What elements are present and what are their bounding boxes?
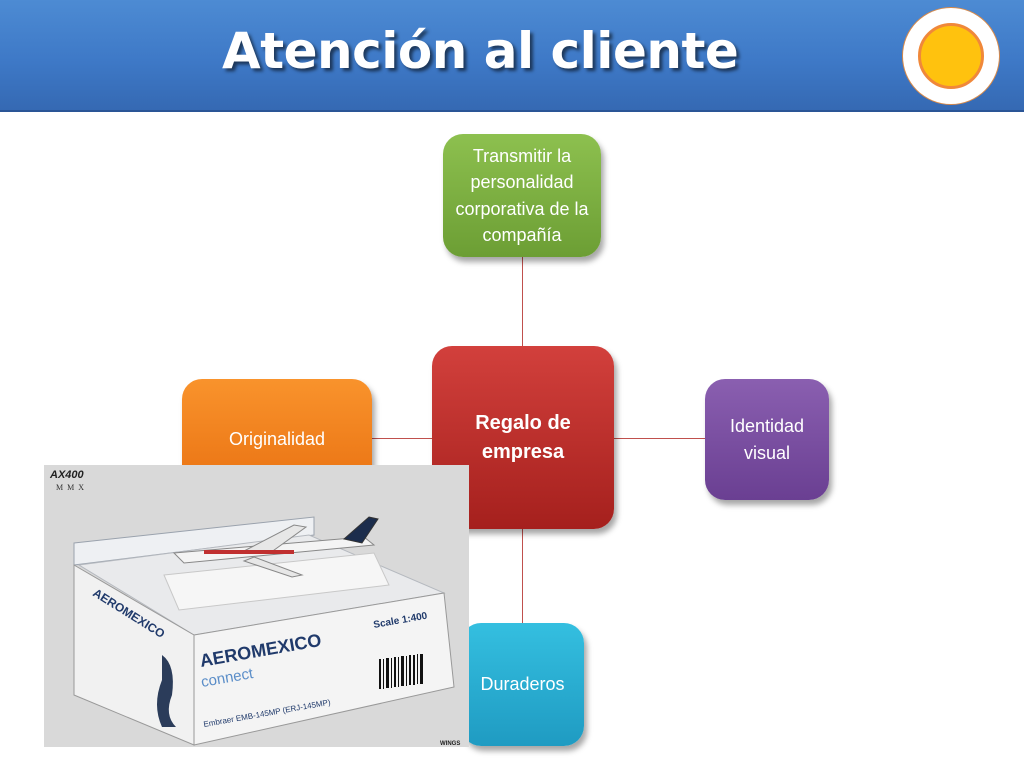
circle-logo-icon [903, 8, 999, 104]
barcode-icon [379, 654, 423, 689]
node-top-label: Transmitir la personalidad corporativa d… [455, 146, 589, 245]
connector-right [614, 438, 705, 439]
node-bottom-label: Duraderos [480, 674, 565, 695]
node-right-label: Identidad visual [729, 416, 805, 463]
photo-brand-sub: MMX [56, 483, 88, 492]
connector-bottom [522, 529, 523, 623]
connector-left [372, 438, 432, 439]
photo-maker: WINGS [440, 741, 460, 747]
product-photo: AX400 MMX AEROMEXICO AEROMEXICO connect … [44, 465, 469, 747]
title-bar: Atención al cliente [0, 0, 1024, 112]
circle-logo-inner [918, 23, 984, 89]
node-top-personalidad: Transmitir la personalidad corporativa d… [443, 134, 601, 257]
model-box-illustration: AX400 MMX AEROMEXICO AEROMEXICO connect … [44, 465, 469, 747]
node-bottom-duraderos: Duraderos [461, 623, 584, 746]
connector-top [522, 257, 523, 346]
slide-title: Atención al cliente [222, 22, 739, 80]
node-left-label: Originalidad [228, 428, 326, 449]
node-center-label: Regalo de empresa [475, 411, 571, 463]
airplane-icon [172, 516, 379, 578]
eagle-logo-icon [157, 655, 176, 727]
photo-brand-top: AX400 [49, 469, 85, 481]
node-right-identidad: Identidad visual [705, 379, 829, 500]
